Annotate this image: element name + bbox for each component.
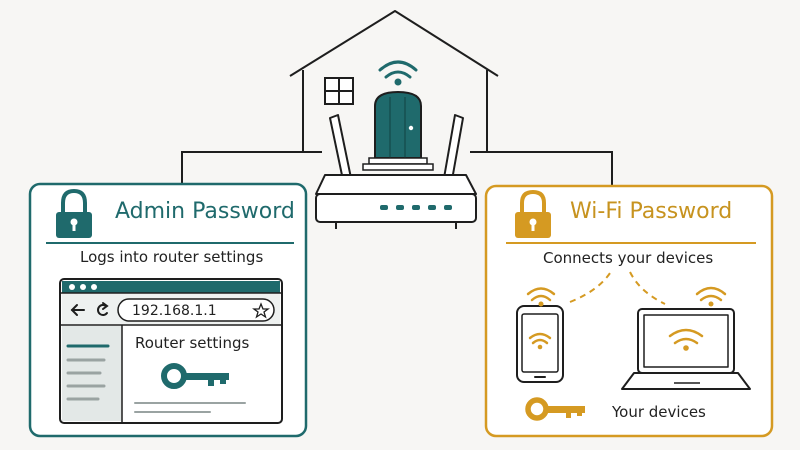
wifi-icon	[526, 287, 556, 307]
lock-icon	[56, 188, 92, 238]
wifi-icon	[528, 332, 552, 350]
admin-panel-subtitle: Logs into router settings	[80, 248, 264, 266]
star-icon	[252, 302, 270, 319]
window-icon	[324, 77, 354, 105]
wifi-icon	[378, 60, 418, 86]
sidebar-lines	[66, 344, 110, 401]
address-bar[interactable]	[117, 298, 275, 322]
key-icon	[525, 397, 585, 421]
wifi-panel-title: Wi-Fi Password	[570, 199, 733, 224]
admin-panel-title: Admin Password	[115, 199, 295, 224]
your-devices-label: Your devices	[612, 403, 706, 421]
connector-right	[470, 151, 613, 186]
address-bar-text: 192.168.1.1	[132, 303, 217, 319]
door-icon	[362, 90, 434, 171]
wifi-icon	[695, 286, 727, 307]
lock-icon	[515, 189, 551, 238]
back-arrow-icon	[70, 304, 85, 316]
connector-left	[181, 151, 322, 184]
phone-icon	[516, 305, 564, 383]
router-settings-label: Router settings	[135, 334, 250, 352]
house-icon	[289, 10, 499, 152]
dashed-links	[569, 269, 666, 305]
wifi-panel-subtitle: Connects your devices	[543, 249, 714, 267]
content-lines	[134, 402, 246, 413]
key-icon	[161, 363, 229, 389]
wifi-icon	[668, 328, 704, 351]
laptop-icon	[621, 308, 751, 390]
refresh-icon	[97, 302, 109, 316]
router-icon	[315, 114, 477, 229]
